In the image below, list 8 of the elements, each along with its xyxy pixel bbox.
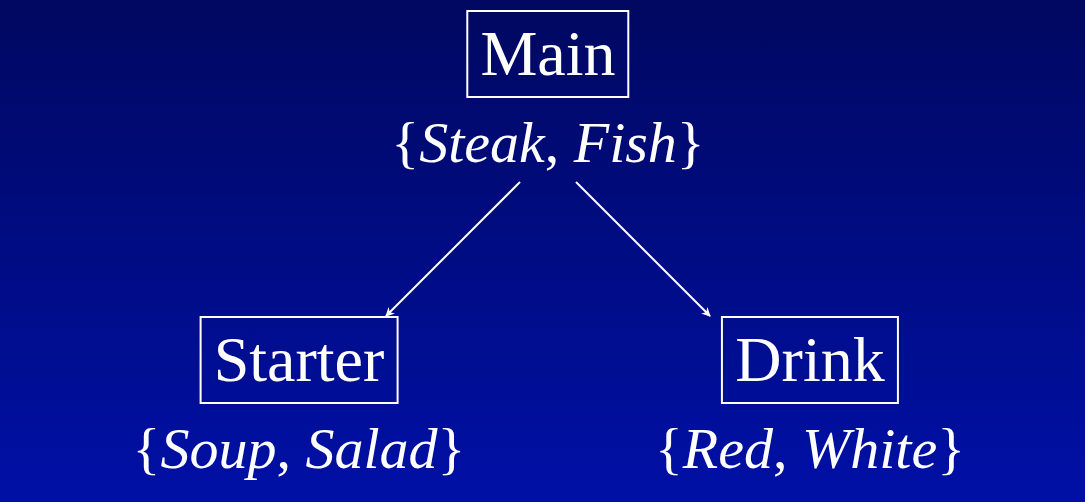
set-text: {Soup, Salad}: [132, 415, 466, 483]
label-box: Starter: [199, 316, 399, 404]
arrow: [575, 181, 711, 317]
set-text: {Steak, Fish}: [391, 109, 705, 177]
label-box: Drink: [721, 316, 899, 404]
set-text: {Red, White}: [654, 415, 966, 483]
arrow: [385, 181, 521, 317]
label-box: Main: [466, 10, 630, 98]
